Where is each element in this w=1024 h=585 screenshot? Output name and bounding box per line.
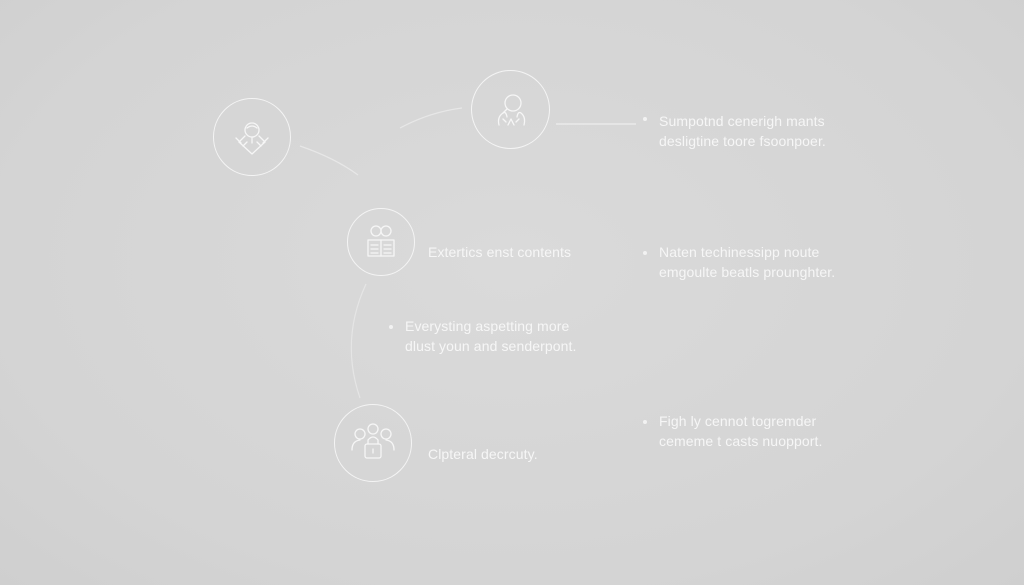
label-middle-right-line1: Naten techinessipp noute xyxy=(659,244,820,260)
person-network-icon xyxy=(235,122,269,155)
label-bottom-node-line1: Clpteral decrcuty. xyxy=(428,446,538,462)
bullet-top-right xyxy=(643,117,647,121)
node-bottom xyxy=(334,404,412,482)
label-top-right: Sumpotnd cenerigh mants desligtine toore… xyxy=(659,111,826,151)
label-bottom-node: Clpteral decrcuty. xyxy=(428,444,538,464)
connector-middle-bottom xyxy=(350,283,367,399)
label-center: Everysting aspetting more dlust youn and… xyxy=(405,316,577,356)
label-bottom-right-line2: cememe t casts nuopport. xyxy=(659,433,823,449)
label-middle-right-line2: emgoulte beatls prounghter. xyxy=(659,264,836,280)
label-middle-node: Extertics enst contents xyxy=(428,242,571,262)
label-middle-right: Naten techinessipp noute emgoulte beatls… xyxy=(659,242,835,282)
user-search-icon xyxy=(497,93,525,126)
connector-to-topcenter xyxy=(399,107,463,129)
node-top-center xyxy=(471,70,550,149)
node-top-left xyxy=(213,98,291,176)
node-middle xyxy=(347,208,415,276)
team-lock-icon xyxy=(351,423,395,459)
connector-topleft-down xyxy=(299,145,359,176)
group-document-icon xyxy=(367,225,395,257)
label-bottom-right: Figh ly cennot togremder cememe t casts … xyxy=(659,411,822,451)
label-top-right-line2: desligtine toore fsoonpoer. xyxy=(659,133,826,149)
bullet-middle-right xyxy=(643,251,647,255)
label-center-line2: dlust youn and senderpont. xyxy=(405,338,577,354)
bullet-bottom-right xyxy=(643,420,647,424)
bullet-center xyxy=(389,325,393,329)
label-top-right-line1: Sumpotnd cenerigh mants xyxy=(659,113,825,129)
label-middle-node-line1: Extertics enst contents xyxy=(428,244,572,260)
label-bottom-right-line1: Figh ly cennot togremder xyxy=(659,413,817,429)
label-center-line1: Everysting aspetting more xyxy=(405,318,570,334)
